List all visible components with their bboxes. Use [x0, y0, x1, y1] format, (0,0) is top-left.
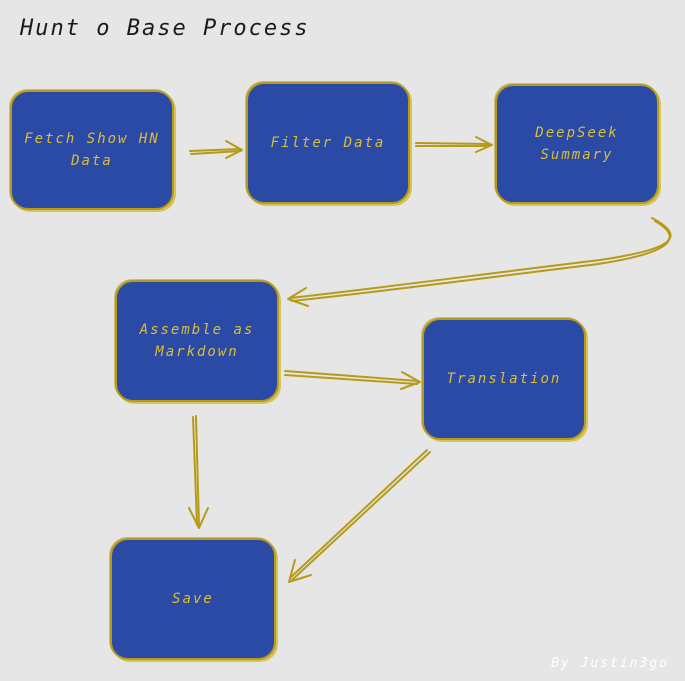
node-fetch-show-hn-data[interactable]: Fetch Show HN Data	[10, 90, 174, 210]
diagram-title: Hunt o Base Process	[20, 16, 310, 41]
node-assemble-as-markdown[interactable]: Assemble as Markdown	[115, 280, 279, 402]
arrow-translation-to-save	[288, 449, 431, 583]
node-label: Assemble as Markdown	[139, 322, 255, 360]
author-byline: By Justin3go	[551, 656, 669, 671]
arrow-fetch-to-filter	[189, 140, 243, 159]
arrow-assemble-to-save	[188, 415, 209, 529]
node-label: Filter Data	[270, 135, 386, 151]
arrow-filter-to-deepseek	[415, 136, 493, 153]
node-deepseek-summary[interactable]: DeepSeek Summary	[495, 84, 659, 204]
node-translation[interactable]: Translation	[422, 318, 586, 440]
node-filter-data[interactable]: Filter Data	[246, 82, 410, 204]
node-label: DeepSeek Summary	[535, 125, 619, 163]
node-save[interactable]: Save	[110, 538, 276, 660]
node-label: Fetch Show HN Data	[24, 131, 160, 169]
arrow-deepseek-to-assemble	[287, 217, 672, 307]
node-label: Save	[172, 591, 214, 607]
node-label: Translation	[446, 371, 562, 387]
arrow-assemble-to-translation	[284, 370, 421, 390]
